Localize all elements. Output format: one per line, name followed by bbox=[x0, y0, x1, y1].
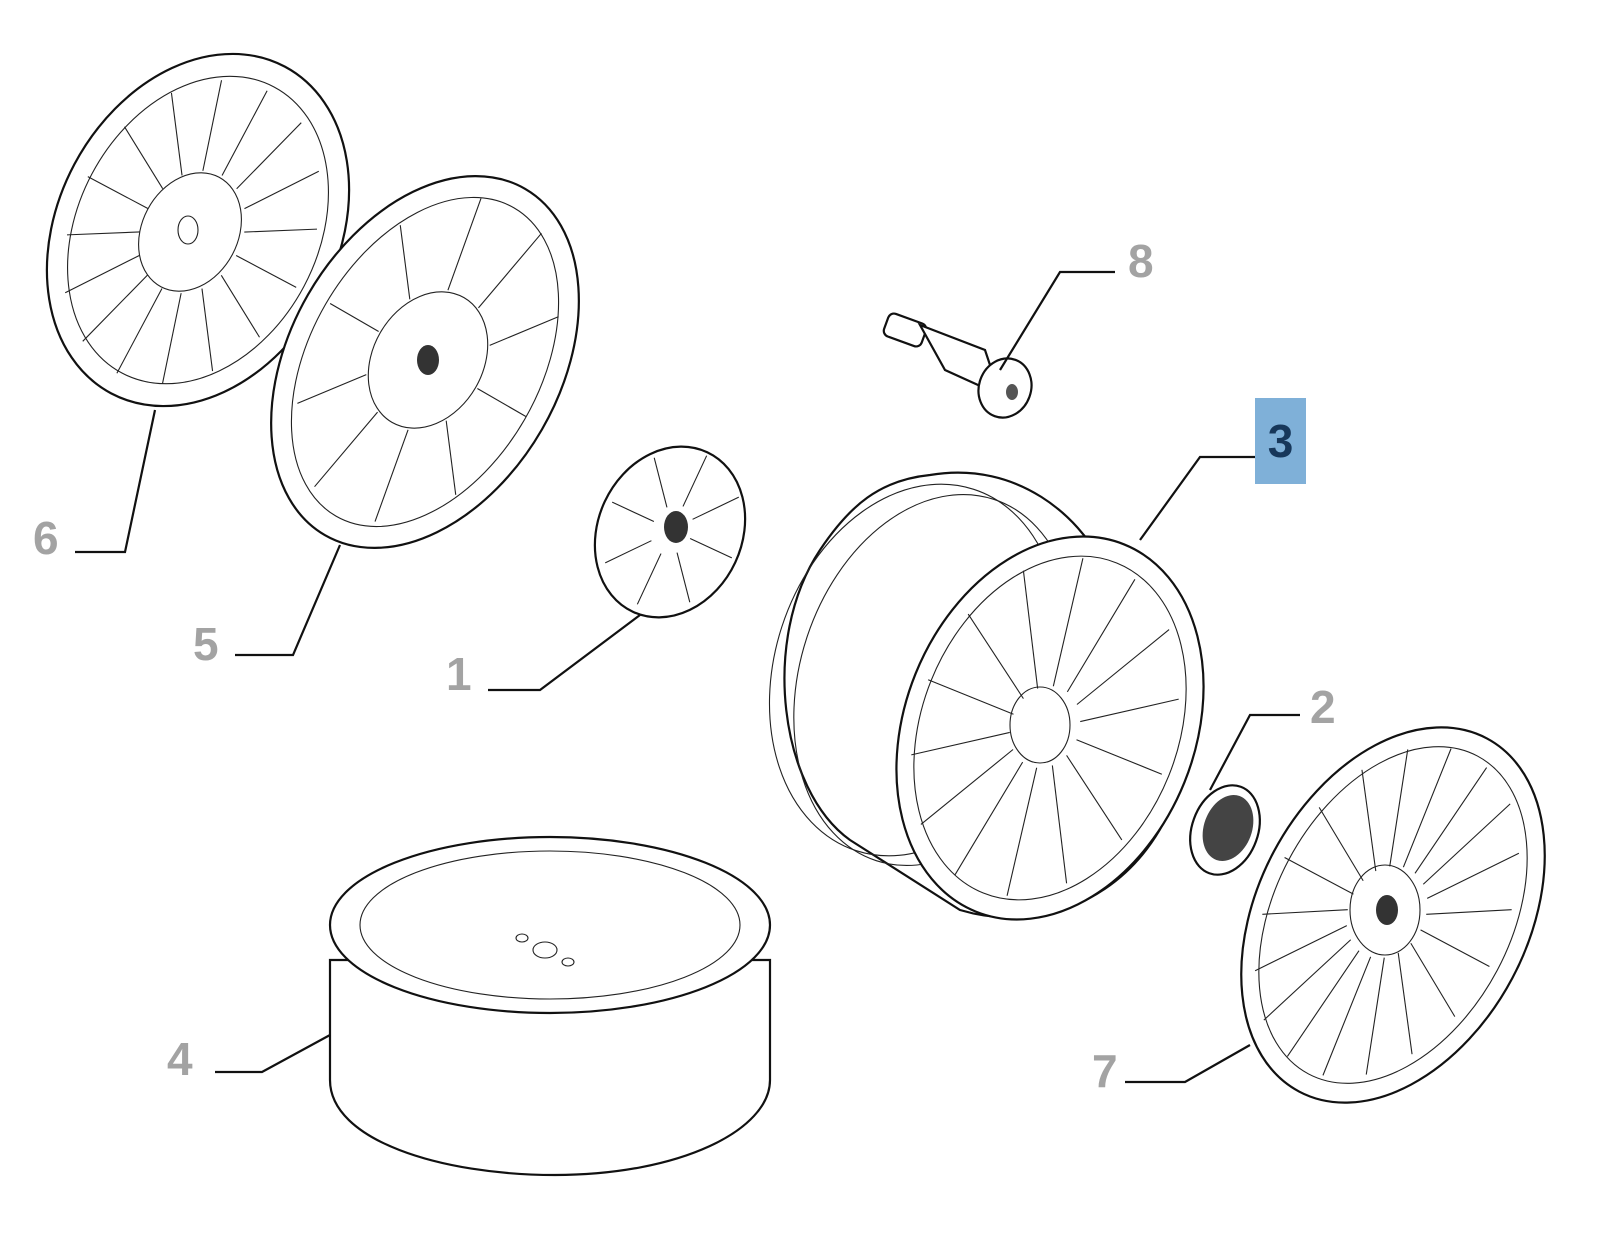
callout-4[interactable]: 4 bbox=[167, 1033, 193, 1085]
callout-6[interactable]: 6 bbox=[33, 512, 59, 564]
part-8-valve[interactable] bbox=[882, 312, 1040, 425]
part-3-wheel[interactable] bbox=[723, 446, 1258, 966]
spoke-line bbox=[489, 316, 559, 346]
callout-5[interactable]: 5 bbox=[193, 618, 219, 670]
spoke-line bbox=[1051, 765, 1068, 884]
spoke-line bbox=[244, 170, 320, 210]
spoke-line bbox=[445, 420, 457, 495]
spoke-line bbox=[1397, 952, 1413, 1055]
spoke-line bbox=[1322, 956, 1372, 1076]
spoke-line bbox=[478, 232, 542, 309]
spoke-line bbox=[653, 457, 668, 508]
callout-2[interactable]: 2 bbox=[1310, 681, 1336, 733]
leader-2 bbox=[1209, 713, 1300, 791]
part-5-hubcap[interactable] bbox=[208, 121, 642, 602]
leader-1 bbox=[488, 614, 641, 692]
leader-8 bbox=[999, 270, 1115, 371]
callout-8[interactable]: 8 bbox=[1128, 235, 1154, 287]
callout-7[interactable]: 7 bbox=[1092, 1045, 1118, 1097]
spoke-line bbox=[236, 122, 302, 190]
spoke-line bbox=[604, 540, 652, 564]
spoke-line bbox=[221, 90, 268, 176]
spoke-line bbox=[1076, 629, 1170, 705]
spoke-line bbox=[314, 411, 378, 488]
spoke-line bbox=[967, 613, 1024, 699]
spoke-line bbox=[1365, 957, 1385, 1075]
spoke-line bbox=[297, 374, 367, 404]
callout-3-selected[interactable]: 3 bbox=[1255, 398, 1306, 484]
leader-6 bbox=[75, 409, 157, 554]
spoke-line bbox=[87, 176, 149, 210]
spoke-line bbox=[161, 293, 182, 384]
spoke-line bbox=[477, 388, 527, 417]
spoke-line bbox=[66, 231, 140, 236]
spoke-line bbox=[1262, 909, 1348, 915]
spoke-line bbox=[1389, 749, 1409, 867]
spoke-line bbox=[1422, 803, 1511, 885]
spoke-line bbox=[399, 225, 411, 300]
spoke-line bbox=[636, 553, 662, 605]
spoke-line bbox=[64, 254, 140, 294]
leader-7 bbox=[1125, 1044, 1251, 1084]
spoke-line bbox=[927, 679, 1014, 715]
spoke-line bbox=[447, 198, 482, 291]
spoke-line bbox=[1052, 558, 1084, 687]
spoke-line bbox=[124, 126, 164, 189]
callout-1[interactable]: 1 bbox=[446, 648, 472, 700]
spoke-line bbox=[682, 455, 708, 507]
spoke-line bbox=[201, 288, 214, 372]
spoke-line bbox=[1006, 767, 1038, 896]
spoke-line bbox=[1076, 739, 1163, 775]
spoke-line bbox=[611, 501, 655, 523]
spoke-line bbox=[1080, 698, 1179, 723]
spoke-line bbox=[202, 80, 223, 171]
spoke-line bbox=[1410, 942, 1456, 1017]
spoke-line bbox=[1402, 748, 1452, 868]
spoke-line bbox=[920, 749, 1014, 825]
spoke-line bbox=[1426, 852, 1520, 899]
spoke-line bbox=[954, 761, 1024, 875]
spoke-line bbox=[235, 254, 297, 288]
spoke-line bbox=[1420, 929, 1490, 967]
part-7-hubcap[interactable] bbox=[1180, 675, 1600, 1155]
spoke-line bbox=[82, 274, 148, 342]
spoke-line bbox=[1263, 939, 1352, 1021]
spoke-line bbox=[116, 288, 163, 374]
spoke-line bbox=[329, 303, 379, 332]
part-4-spare-wheel-cover[interactable] bbox=[328, 835, 772, 1177]
spoke-line bbox=[1284, 857, 1354, 895]
spoke-line bbox=[692, 496, 740, 520]
spoke-line bbox=[244, 228, 318, 233]
spoke-line bbox=[911, 731, 1010, 756]
spoke-line bbox=[1426, 909, 1512, 915]
spoke-line bbox=[1318, 807, 1364, 882]
part-1-center-cap[interactable] bbox=[568, 422, 773, 642]
spoke-line bbox=[1414, 767, 1488, 874]
spoke-line bbox=[1254, 925, 1348, 972]
spoke-line bbox=[1286, 950, 1360, 1057]
leader-3 bbox=[1139, 455, 1255, 541]
spoke-line bbox=[1022, 570, 1039, 689]
spoke-line bbox=[676, 552, 691, 603]
leader-4 bbox=[215, 1034, 331, 1074]
part-6-hubcap[interactable] bbox=[0, 1, 408, 459]
spoke-line bbox=[220, 275, 260, 338]
spoke-line bbox=[1066, 755, 1123, 841]
spoke-line bbox=[1066, 579, 1136, 693]
spoke-line bbox=[170, 92, 183, 176]
part-2-emblem[interactable] bbox=[1178, 775, 1271, 884]
leader-5 bbox=[235, 544, 342, 657]
spoke-line bbox=[1361, 769, 1377, 872]
spoke-line bbox=[689, 537, 733, 559]
spoke-line bbox=[374, 429, 409, 522]
